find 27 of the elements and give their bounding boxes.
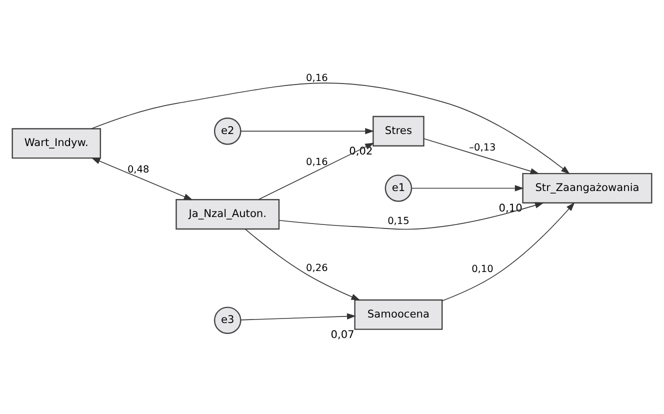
- edge-label: 0,16: [306, 157, 328, 168]
- arrow: [240, 128, 374, 134]
- edge-label: 0,10: [472, 264, 494, 275]
- node-box: Str_Zaangażowania: [522, 172, 652, 204]
- edge-label: –0,13: [469, 142, 496, 154]
- arrow: [278, 202, 544, 230]
- node-box: Samoocena: [354, 299, 443, 330]
- node-label: 0,07: [330, 328, 354, 341]
- arrow: [91, 158, 193, 200]
- arrow: [411, 185, 524, 192]
- edge-label: 0,26: [306, 263, 328, 274]
- node-box: Wart_Indyw.: [12, 128, 102, 159]
- arrow: [244, 228, 360, 300]
- arrow: [442, 202, 575, 302]
- arrow: [91, 82, 570, 174]
- node-box: Stres: [372, 116, 424, 146]
- edge-label: 0,15: [388, 216, 410, 227]
- node-box: Ja_Nzal_Auton.: [176, 199, 280, 230]
- arrow: [423, 138, 540, 174]
- arrow: [258, 142, 374, 200]
- node-circle: e1: [384, 174, 412, 202]
- edge-label: 0,48: [127, 164, 150, 176]
- edge-label: 0,16: [306, 73, 328, 84]
- node-label: 0,10: [498, 202, 522, 214]
- node-circle: e2: [214, 118, 242, 145]
- node-circle: e3: [214, 306, 242, 334]
- arrow: [240, 313, 356, 320]
